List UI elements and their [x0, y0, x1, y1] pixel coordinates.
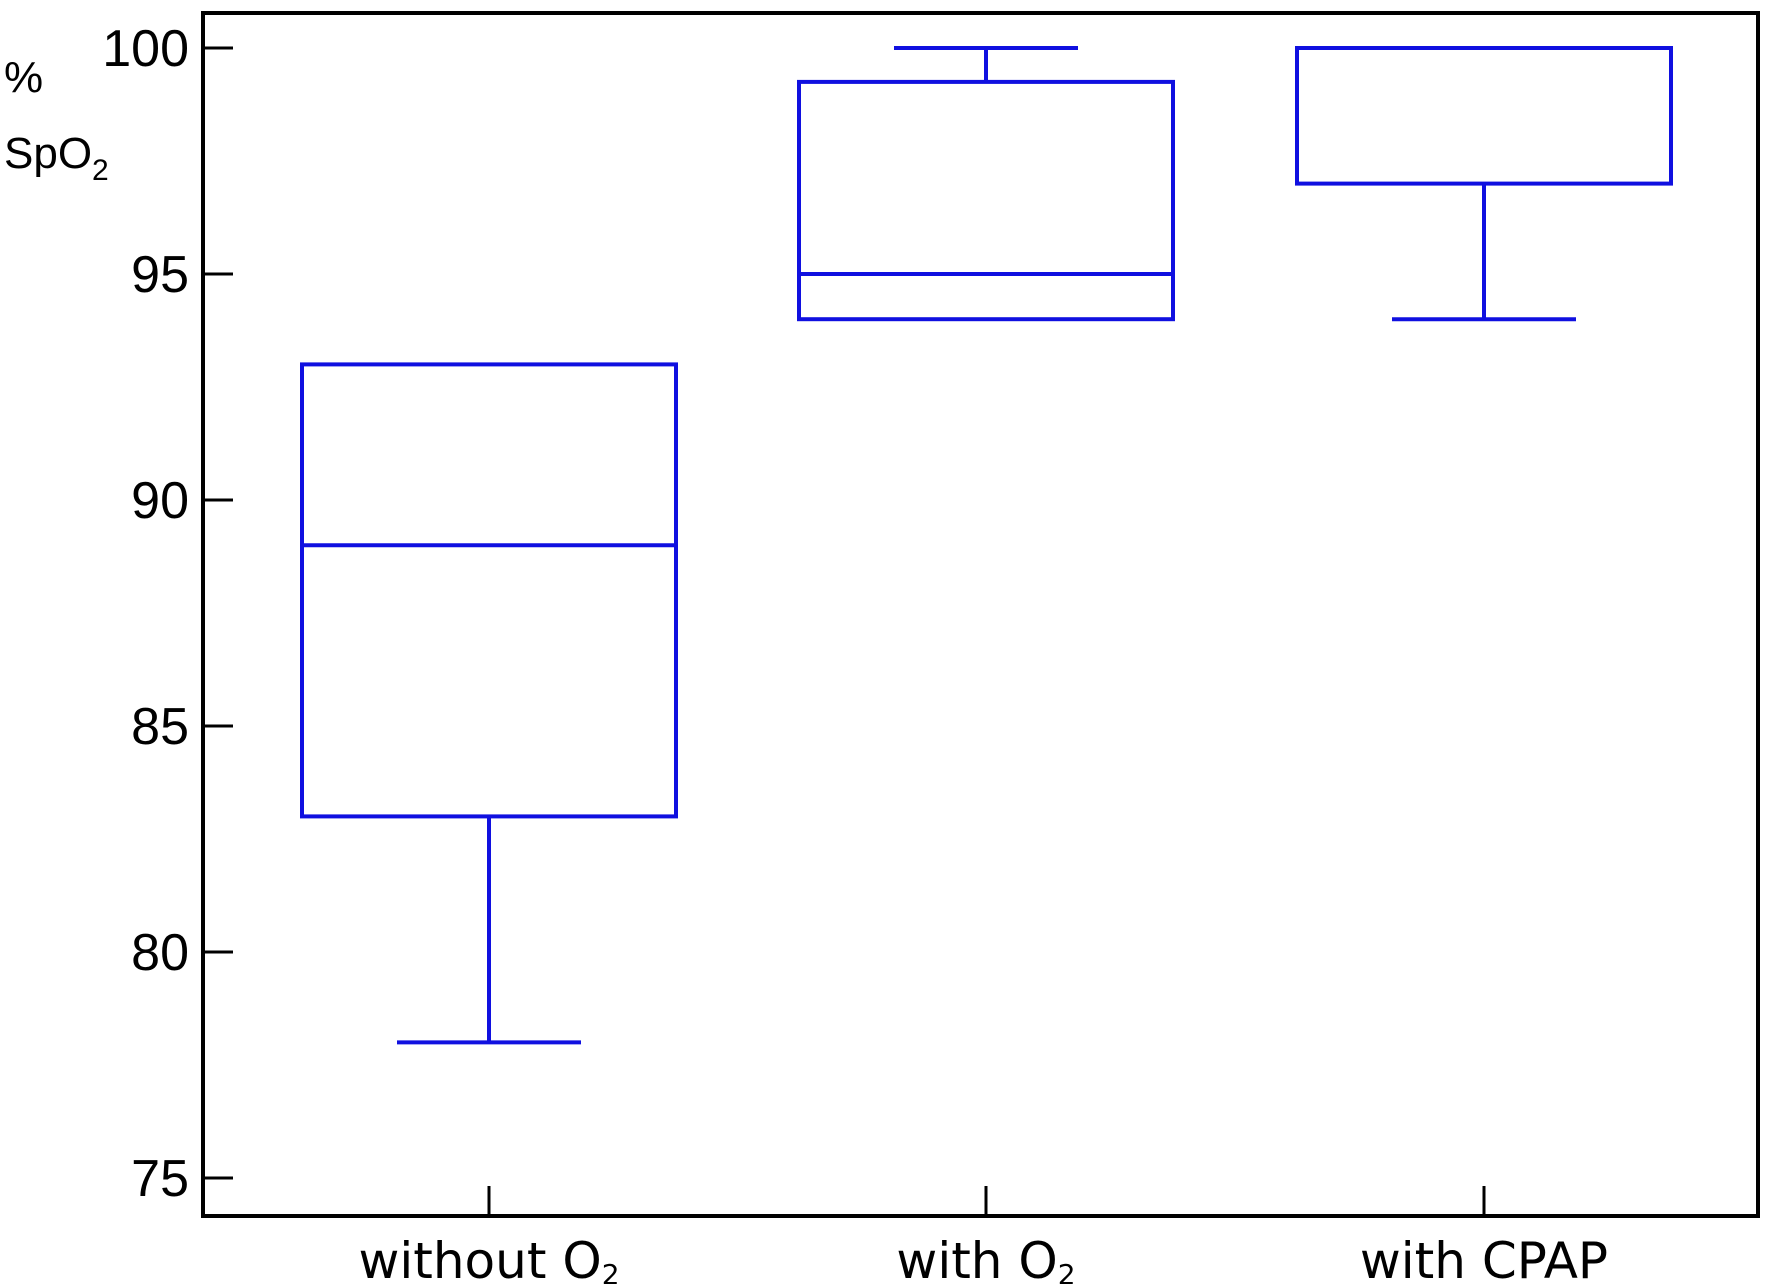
boxes-layer	[300, 46, 1673, 1045]
y-tick-label: 90	[131, 472, 189, 530]
y-tick-label: 80	[131, 924, 189, 982]
y-axis-label-subscript: 2	[92, 154, 109, 187]
x-tick-label-subscript: 2	[602, 1258, 620, 1284]
y-axis: 75 80 85 90 95 100	[102, 20, 233, 1208]
x-tick-label: without O2	[358, 1232, 619, 1284]
y-tick-label: 100	[102, 20, 189, 78]
y-axis-label-unit: %	[4, 53, 43, 102]
x-tick-label: with CPAP	[1360, 1232, 1608, 1284]
x-tick-label: with O2	[896, 1232, 1075, 1284]
box-group	[300, 362, 678, 1045]
box-group	[797, 46, 1175, 322]
plot-frame	[201, 11, 1760, 1218]
box-iqr	[797, 79, 1175, 322]
x-tick-label-main: with CPAP	[1360, 1232, 1608, 1284]
box-iqr	[1295, 46, 1673, 186]
y-tick-label: 85	[131, 698, 189, 756]
x-tick-label-main: with O	[896, 1232, 1057, 1284]
y-tick-label: 95	[131, 246, 189, 304]
box-group	[1295, 46, 1673, 322]
x-tick-label-main: without O	[358, 1232, 601, 1284]
x-tick-label-subscript: 2	[1058, 1258, 1076, 1284]
y-axis-label-name: SpO2	[4, 129, 109, 187]
y-tick-label: 75	[131, 1150, 189, 1208]
y-axis-label: % SpO2	[4, 53, 109, 187]
y-axis-label-main: SpO	[4, 129, 92, 178]
box-iqr	[300, 362, 678, 819]
